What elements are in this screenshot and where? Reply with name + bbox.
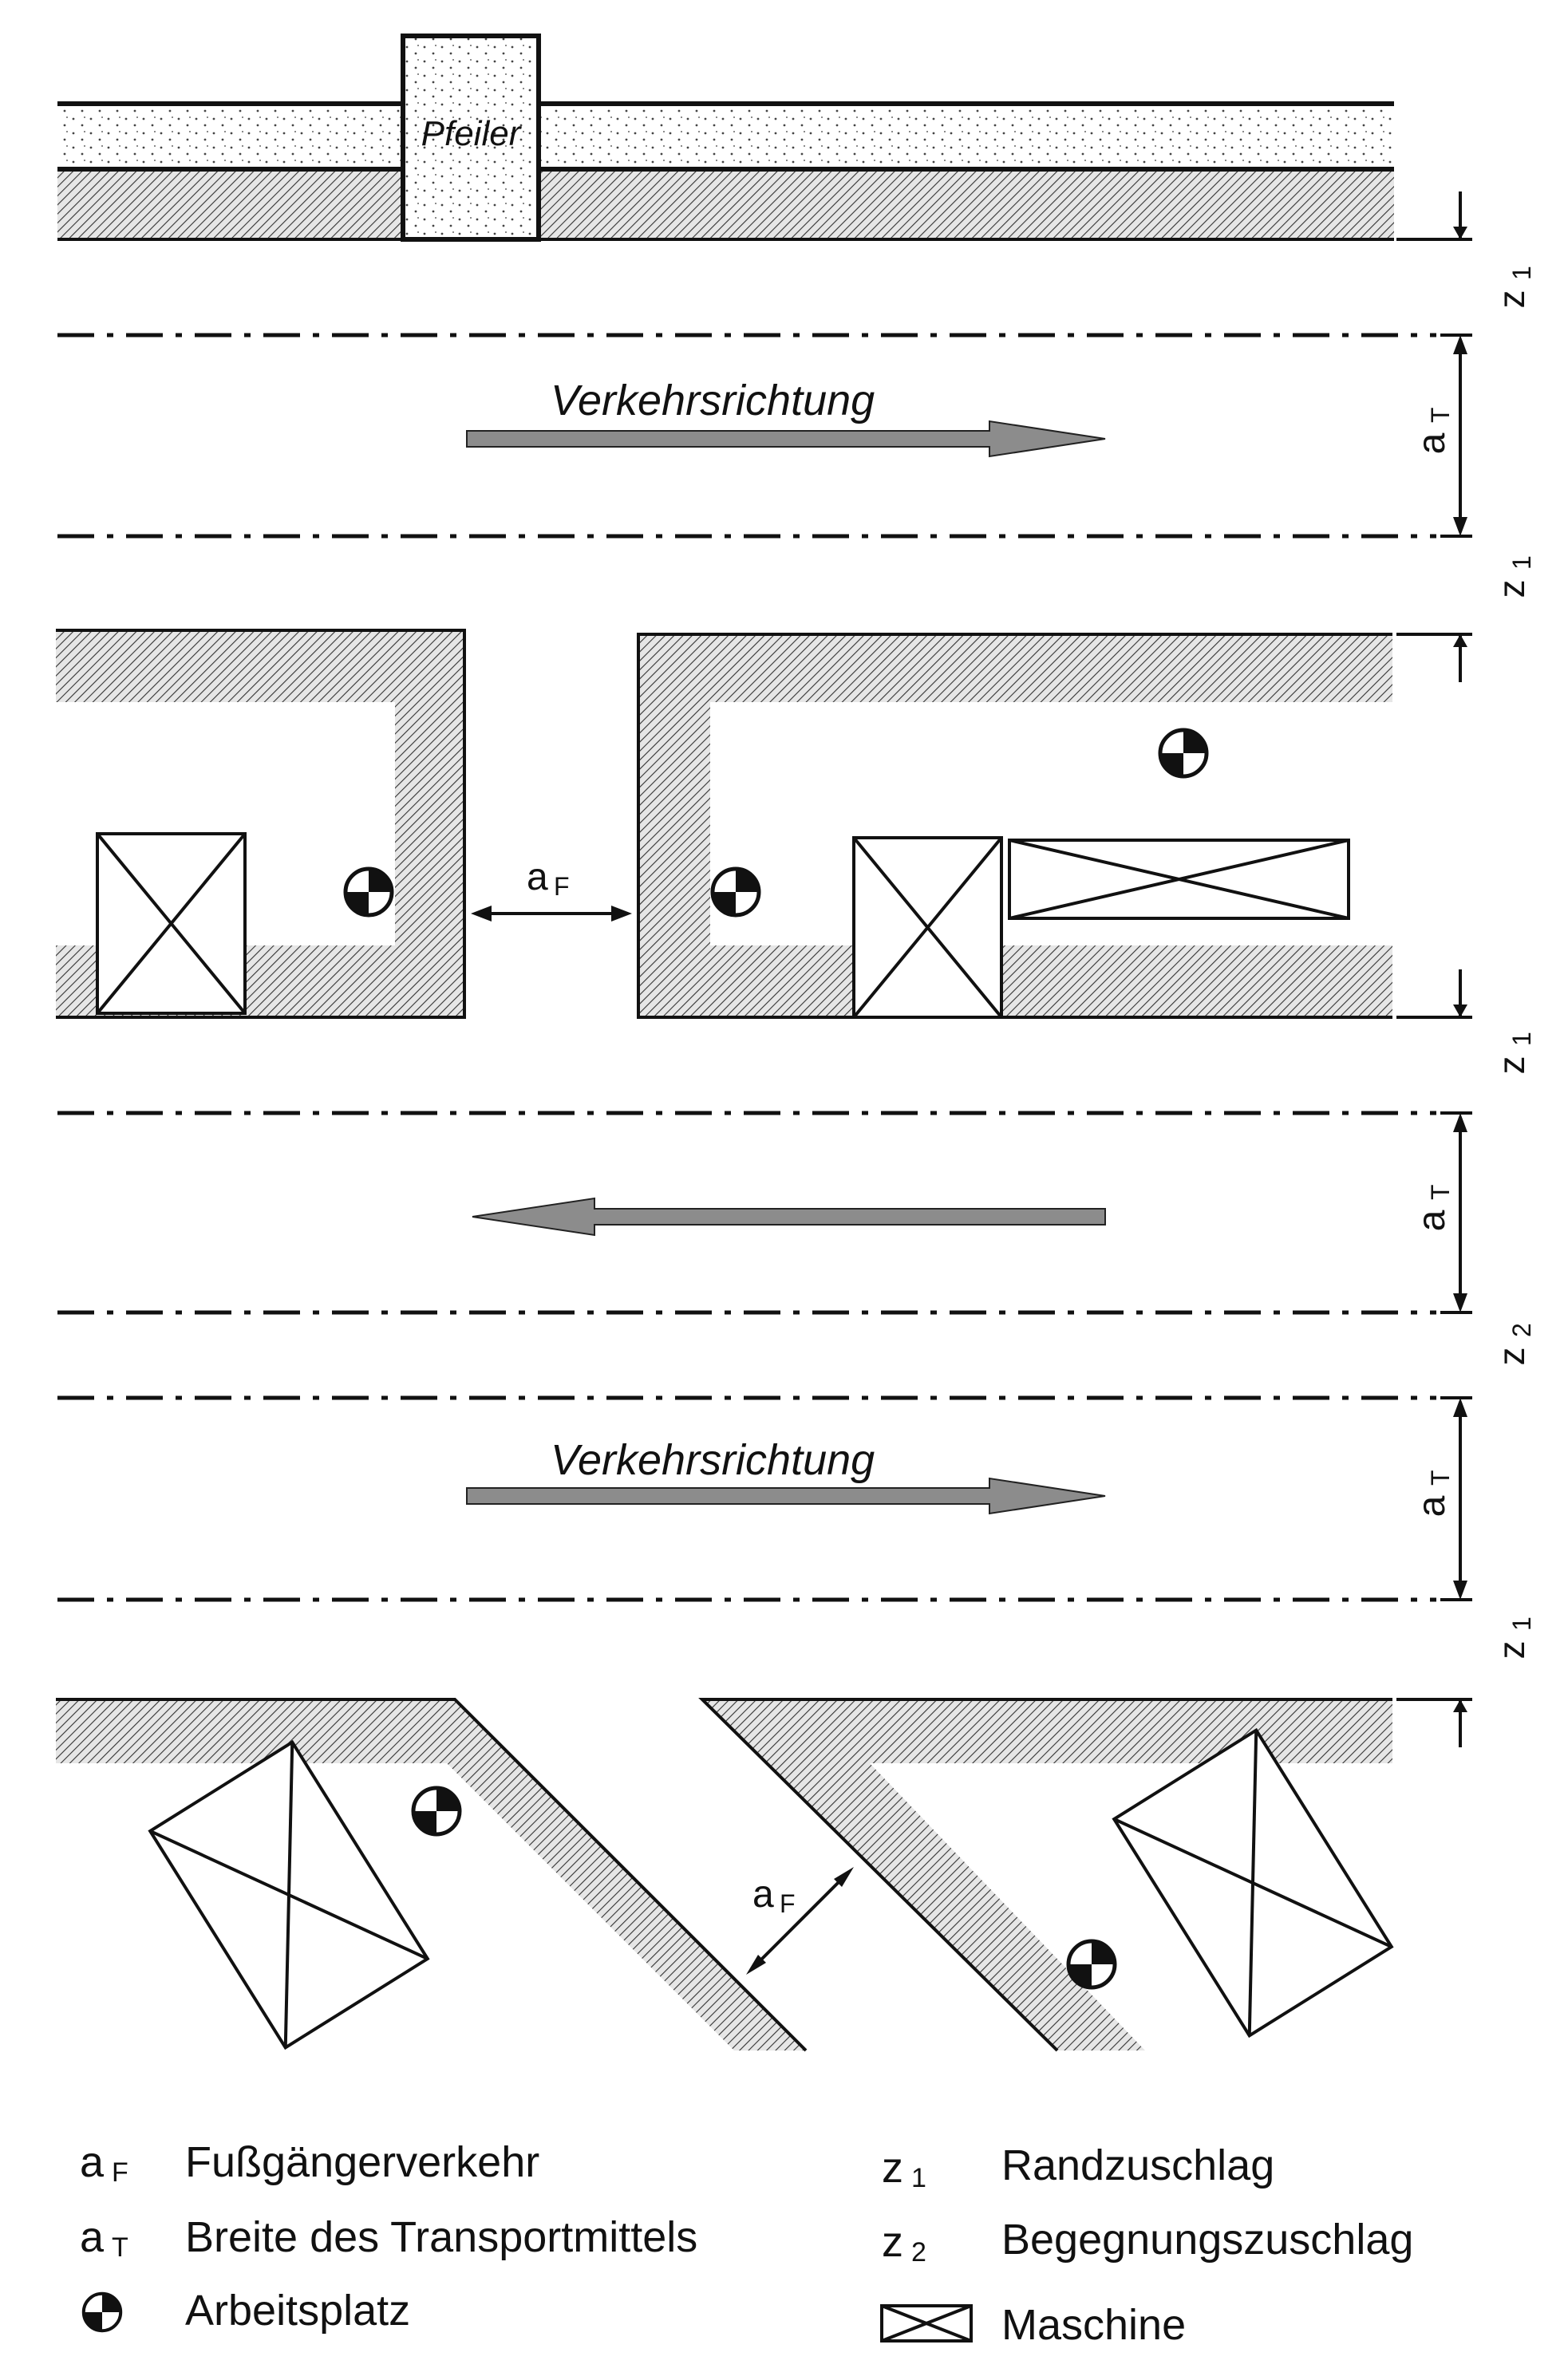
workplace-icon	[346, 869, 392, 915]
top-wall	[57, 101, 1394, 241]
work-area-bottom-left	[56, 1698, 808, 2052]
dimension-label-at: a T	[1411, 1470, 1455, 1517]
machine	[852, 836, 1003, 1019]
af-subscript: F	[780, 1889, 796, 1918]
footway-width-dimension: a F	[471, 856, 632, 922]
legend-af-desc: Fußgängerverkehr	[185, 2138, 539, 2186]
af-symbol: a	[752, 1873, 774, 1916]
svg-text:T: T	[1426, 407, 1455, 423]
svg-text:z: z	[1491, 580, 1532, 598]
svg-text:a: a	[1411, 1495, 1453, 1517]
traffic-direction-label: Verkehrsrichtung	[551, 1436, 875, 1484]
workplace-icon	[1160, 730, 1207, 776]
dimension-label-at: a T	[1411, 407, 1455, 454]
traffic-arrow-right	[466, 1477, 1106, 1515]
footway-width-dimension-diagonal: a F	[746, 1867, 854, 1975]
svg-text:1: 1	[1507, 1032, 1536, 1046]
legend-item-machine: Maschine	[880, 2301, 1186, 2349]
svg-text:2: 2	[1507, 1323, 1536, 1337]
svg-text:z: z	[1491, 1641, 1532, 1660]
svg-text:a: a	[1411, 432, 1453, 454]
dimension-label-z1: z 1	[1491, 1616, 1536, 1659]
dimension-chain	[1396, 190, 1472, 1749]
work-area-right	[637, 633, 1392, 1019]
svg-text:F: F	[112, 2157, 128, 2188]
legend-z1-desc: Randzuschlag	[1001, 2141, 1274, 2189]
legend-item-af: a F Fußgängerverkehr	[80, 2138, 539, 2188]
workplace-icon	[713, 869, 759, 915]
legend-machine-desc: Maschine	[1001, 2301, 1186, 2349]
traffic-direction-label: Verkehrsrichtung	[551, 377, 875, 424]
svg-text:1: 1	[1507, 266, 1536, 280]
traffic-arrow-left	[472, 1197, 1106, 1237]
svg-text:a: a	[80, 2138, 105, 2186]
legend: a F Fußgängerverkehr a T Breite des Tran…	[80, 2138, 1413, 2349]
af-symbol: a	[527, 856, 548, 898]
svg-text:T: T	[1426, 1184, 1455, 1200]
workplace-icon	[84, 2294, 120, 2331]
legend-item-workplace: Arbeitsplatz	[84, 2287, 410, 2335]
legend-item-z2: z 2 Begegnungszuschlag	[882, 2216, 1413, 2268]
machine	[148, 1739, 430, 2050]
svg-text:T: T	[1426, 1470, 1455, 1486]
svg-text:z: z	[1491, 290, 1532, 309]
machine	[1112, 1727, 1394, 2039]
machine-icon	[880, 2304, 973, 2343]
legend-at-desc: Breite des Transportmittels	[185, 2213, 697, 2261]
svg-text:1: 1	[1507, 1616, 1536, 1631]
legend-workplace-desc: Arbeitsplatz	[185, 2287, 410, 2335]
svg-text:z: z	[882, 2144, 903, 2192]
svg-text:z: z	[882, 2218, 903, 2266]
svg-text:a: a	[80, 2213, 105, 2261]
svg-text:z: z	[1491, 1348, 1532, 1366]
legend-z2-desc: Begegnungszuschlag	[1001, 2216, 1413, 2264]
pillar-label: Pfeiler	[421, 114, 523, 153]
legend-item-z1: z 1 Randzuschlag	[882, 2141, 1274, 2193]
svg-text:z: z	[1491, 1056, 1532, 1075]
svg-text:1: 1	[911, 2163, 926, 2193]
svg-text:T: T	[112, 2232, 128, 2263]
machine	[1008, 839, 1350, 920]
workplace-icon	[413, 1788, 460, 1834]
traffic-arrow-right	[466, 420, 1106, 458]
dimension-label-z1: z 1	[1491, 555, 1536, 598]
pillar: Pfeiler	[401, 34, 541, 242]
dimension-label-z2: z 2	[1491, 1323, 1536, 1365]
work-area-bottom-right	[698, 1698, 1392, 2052]
dimension-label-z1: z 1	[1491, 1032, 1536, 1074]
legend-item-at: a T Breite des Transportmittels	[80, 2213, 697, 2263]
svg-text:a: a	[1411, 1210, 1453, 1231]
dimension-label-z1: z 1	[1491, 266, 1536, 308]
svg-text:1: 1	[1507, 555, 1536, 570]
workplace-icon	[1068, 1941, 1115, 1987]
dimension-label-at: a T	[1411, 1184, 1455, 1231]
machine	[96, 832, 247, 1015]
af-subscript: F	[554, 872, 570, 901]
svg-text:2: 2	[911, 2237, 926, 2268]
